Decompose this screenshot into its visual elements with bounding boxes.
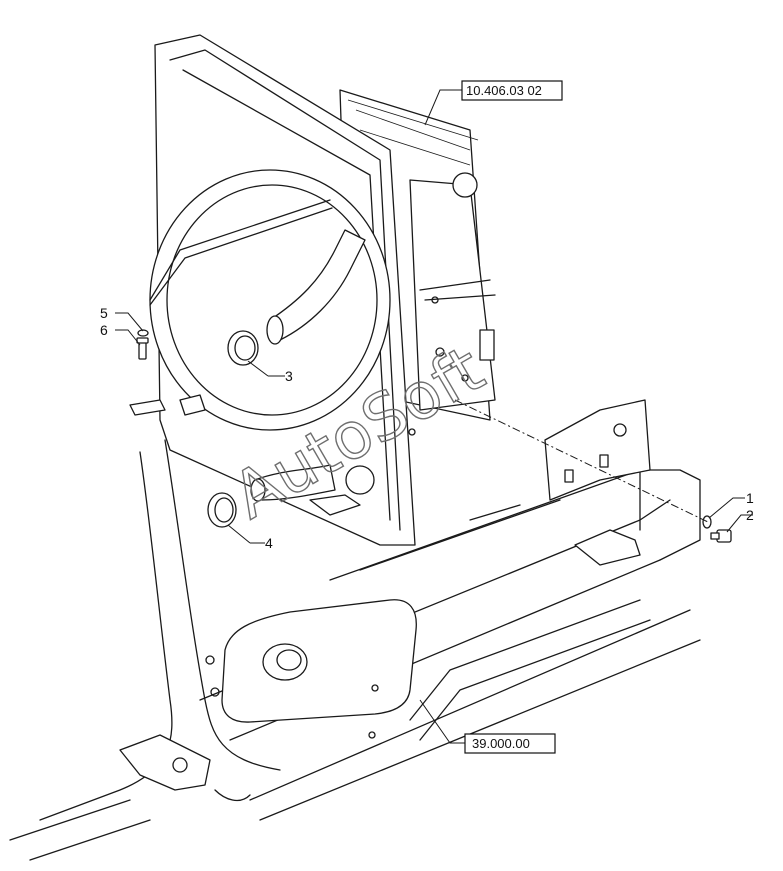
reference-text-cooling: 10.406.03 02 (466, 83, 542, 98)
bolt-2 (710, 529, 732, 543)
reference-label-cooling: 10.406.03 02 (461, 80, 563, 101)
callout-2: 2 (746, 507, 754, 523)
callout-4: 4 (265, 535, 273, 551)
callout-5: 5 (100, 305, 108, 321)
clamp-3 (227, 330, 259, 366)
callout-3: 3 (285, 368, 293, 384)
reference-text-frame: 39.000.00 (472, 736, 530, 751)
callout-1: 1 (746, 490, 754, 506)
chassis-frame (9, 399, 701, 861)
washer-5 (137, 329, 149, 337)
clamp-4 (207, 492, 237, 528)
assembly-centerline (454, 399, 709, 523)
callout-leaders (115, 89, 753, 744)
callout-numbers: 1 2 3 4 5 6 (100, 305, 754, 551)
screw-6 (136, 337, 149, 360)
reference-label-frame: 39.000.00 (464, 733, 556, 754)
callout-6: 6 (100, 322, 108, 338)
cooling-assembly (129, 34, 496, 546)
